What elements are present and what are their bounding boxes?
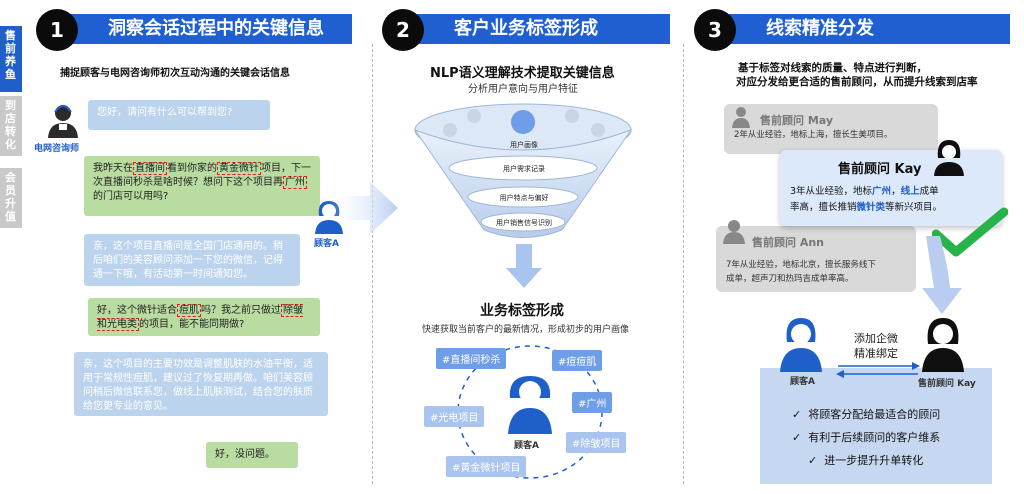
- advisor-may-name: 售前顾问 May: [760, 114, 834, 127]
- tags-title: 业务标签形成: [480, 303, 564, 319]
- down-arrow-icon: [922, 236, 962, 314]
- keyword-highlight: 痘肌: [177, 304, 201, 317]
- consultant-icon: [48, 105, 78, 138]
- nlp-title: NLP语义理解技术提取关键信息: [430, 66, 615, 81]
- advisor-card-kay[interactable]: 售前顾问 Kay 3年从业经验，地标广州，线上成单 率高，擅长推销微针类等新兴项…: [780, 150, 1002, 226]
- section2-number: 2: [382, 9, 424, 51]
- funnel-layer-label: 用户销售信号识别: [496, 219, 552, 227]
- dispatch-intro-line2: 对应分发给更合适的售前顾问，从而提升线索到店率: [736, 76, 978, 88]
- advisor-ann-icon: [723, 220, 745, 244]
- business-tag: #痘痘肌: [552, 350, 603, 371]
- funnel-top-label: 用户画像: [510, 141, 538, 149]
- section1-subtitle: 捕捉顾客与电网咨询师初次互动沟通的关键会话信息: [60, 68, 290, 79]
- customer-label: 顾客A: [514, 441, 539, 451]
- advisor-kay-name: 售前顾问 Kay: [838, 162, 922, 177]
- advisor-kay-icon: [922, 318, 964, 372]
- result-panel: [760, 368, 992, 484]
- nlp-subtitle: 分析用户意向与用户特征: [468, 84, 578, 95]
- chat-message-customer: 好，没问题。: [206, 442, 298, 468]
- customer-label: 顾客A: [790, 377, 815, 387]
- section2-title: 客户业务标签形成: [398, 14, 670, 44]
- advisor-kay-desc1: 3年从业经验，地标广州，线上成单: [790, 186, 939, 197]
- chat-message-customer: 好，这个微针适合痘肌吗？我之前只做过除皱和光电类的项目，能不能同期做?: [88, 298, 320, 336]
- keyword-highlight: 直播间: [133, 162, 167, 175]
- nlp-funnel-diagram: [413, 103, 633, 238]
- advisor-ann-desc1: 7年从业经验，地标北京，擅长服务线下: [726, 260, 876, 270]
- business-tag: #黄金微针项目: [446, 456, 527, 477]
- flow-arrow-icon: [326, 182, 398, 234]
- funnel-layer-label: 用户需求记录: [503, 165, 545, 173]
- chat-message-consultant: 亲，这个项目直播间是全国门店通用的。稍后咱们的美容顾问添加一下您的微信，记得通一…: [84, 234, 300, 286]
- dispatch-intro-line1: 基于标签对线索的质量、特点进行判断，: [738, 62, 927, 74]
- tags-subtitle: 快速获取当前客户的最新情况，形成初步的用户画像: [422, 325, 630, 335]
- chat-message-customer: 我昨天在直播间看到你家的黄金微针项目，下一次直播间秒杀是啥时候？想问下这个项目再…: [84, 156, 320, 216]
- business-tag: #除皱项目: [566, 432, 627, 453]
- section1-number: 1: [36, 9, 78, 51]
- advisor-ann-desc2: 成单，超声刀和热玛吉成单率高。: [726, 274, 854, 284]
- link-text-2: 精准绑定: [854, 347, 898, 360]
- customer-avatar-icon: [780, 318, 822, 372]
- advisor-may-desc: 2年从业经验，地标上海，擅长生美项目。: [734, 130, 893, 140]
- advisor-label: 售前顾问 Kay: [918, 379, 976, 389]
- chat-message-consultant: 您好，请问有什么可以帮到您?: [88, 100, 270, 130]
- business-tag: #广州: [572, 392, 613, 413]
- keyword-highlight: 除皱和光电类: [97, 304, 303, 331]
- bidirectional-arrow-icon: [836, 362, 920, 378]
- link-text-1: 添加企微: [854, 332, 898, 345]
- section3-title: 线索精准分发: [710, 14, 1010, 44]
- benefit-item: ✓ 将顾客分配给最适合的顾问: [792, 408, 941, 421]
- benefit-item: ✓ 进一步提升升单转化: [808, 454, 924, 467]
- advisor-kay-desc2: 率高，擅长推销微针类等新兴项目。: [790, 202, 943, 213]
- side-tab-pre-sale[interactable]: 售前养鱼: [0, 26, 22, 92]
- customer-label: 顾客A: [314, 239, 339, 249]
- business-tag: #光电项目: [424, 406, 485, 427]
- advisor-card-may: 售前顾问 May 2年从业经验，地标上海，擅长生美项目。: [724, 104, 938, 154]
- business-tag: #直播间秒杀: [436, 348, 507, 369]
- divider: [683, 44, 684, 484]
- advisor-ann-name: 售前顾问 Ann: [752, 236, 825, 249]
- section3-number: 3: [694, 9, 736, 51]
- advisor-kay-icon: [934, 140, 964, 176]
- chat-message-consultant: 亲，这个项目的主要功效是调整肌肤的水油平衡，适用于常规性痘肌，建议过了恢复期再做…: [74, 352, 328, 416]
- funnel-layer-label: 用户特点与偏好: [499, 194, 549, 202]
- checkmark-icon: [932, 207, 1008, 257]
- keyword-highlight: 黄金微针: [217, 162, 261, 175]
- advisor-card-ann: 售前顾问 Ann 7年从业经验，地标北京，擅长服务线下 成单，超声刀和热玛吉成单…: [716, 226, 916, 292]
- benefit-item: ✓ 有利于后续顾问的客户维系: [792, 431, 941, 444]
- keyword-highlight: 广州: [283, 176, 307, 189]
- section1-title: 洞察会话过程中的关键信息: [52, 14, 352, 44]
- divider: [372, 44, 373, 484]
- down-arrow-icon: [506, 244, 542, 288]
- side-tab-store-conversion[interactable]: 到店转化: [0, 96, 22, 156]
- advisor-may-icon: [732, 107, 750, 128]
- consultant-label: 电网咨询师: [34, 144, 80, 154]
- side-tab-member-upgrade[interactable]: 会员升值: [0, 168, 22, 228]
